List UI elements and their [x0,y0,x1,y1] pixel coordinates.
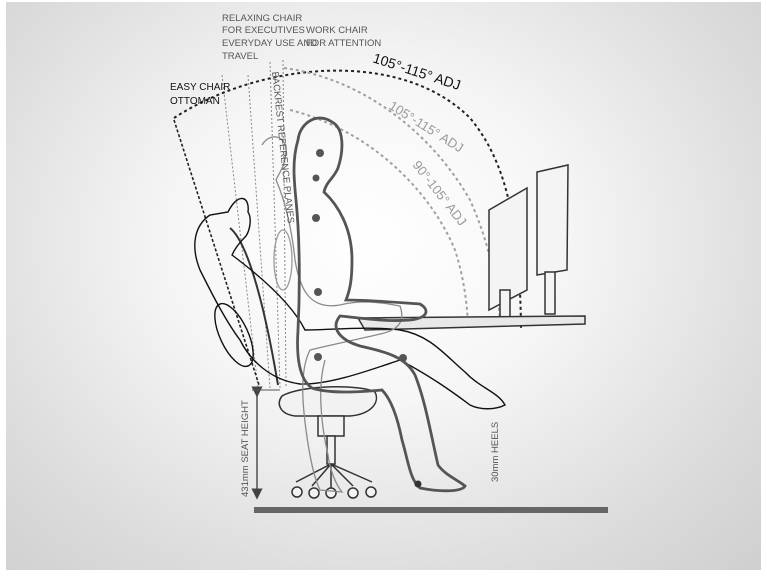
caster [309,488,319,498]
angle-outer-label: 105°-115° ADJ [371,50,463,93]
caster [326,488,336,498]
seat-height-label: 431mm SEAT HEIGHT [240,400,251,497]
svg-text:EASY CHAIR OTTOMAN: EASY CHAIR OTTOMAN [170,82,233,107]
easy-chair-label-line1: EASY CHAIR [170,82,230,93]
caster [348,488,358,498]
relaxing-chair-label-line3: EVERYDAY USE AND [222,38,317,49]
monitor-back [537,165,568,275]
caster [292,487,302,497]
svg-text:WORK CHAIR FOR ATTENTION: WORK CHAIR FOR ATTENTION [306,25,381,49]
easy-chair-label-line2: OTTOMAN [170,96,220,107]
floor-line [254,507,608,513]
chair-backrest [230,228,278,385]
caster [366,487,376,497]
heels-label: 30mm HEELS [490,422,501,482]
angle-middle-label: 105°-115° ADJ [386,98,466,156]
angle-inner-label: 90°-105° ADJ [410,158,470,229]
monitor-back-stand [545,272,555,314]
monitor-front-stand [500,290,510,318]
relaxing-chair-label-line2: FOR EXECUTIVES [222,25,305,36]
desk-setup [358,165,585,330]
relaxing-chair-label-line1: RELAXING CHAIR [222,13,302,24]
desk [358,316,585,330]
work-chair-label-line1: WORK CHAIR [306,25,368,36]
relaxing-chair-label-line4: TRAVEL [222,51,258,62]
work-chair-label-line2: FOR ATTENTION [306,38,381,49]
